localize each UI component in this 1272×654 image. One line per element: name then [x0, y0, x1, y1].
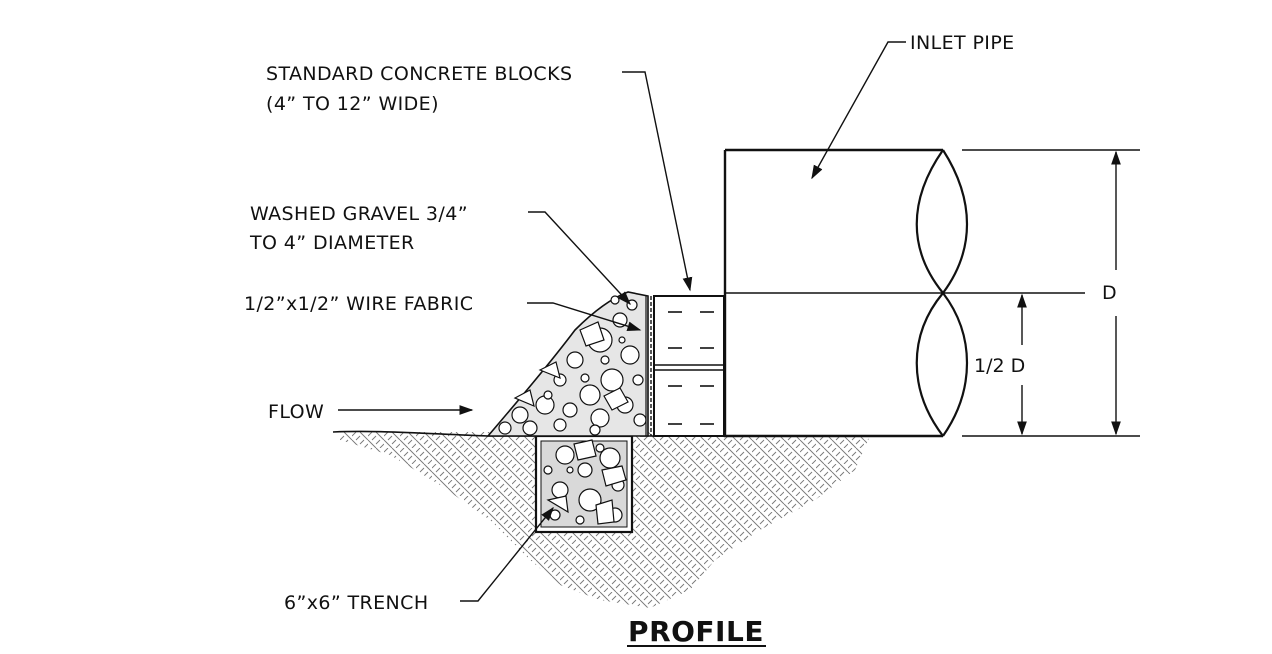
- concrete-blocks-label-line1: STANDARD CONCRETE BLOCKS: [266, 63, 572, 85]
- gravel-stone: [577, 462, 593, 478]
- gravel-label-line1: WASHED GRAVEL 3/4”: [250, 203, 468, 225]
- gravel-stone: [498, 421, 512, 435]
- gravel-stone: [566, 466, 574, 474]
- gravel-stone: [603, 387, 629, 411]
- dimension-d-label: D: [1102, 282, 1117, 304]
- gravel-stone: [522, 420, 538, 436]
- concrete-blocks: [653, 295, 725, 437]
- gravel-stone: [612, 312, 628, 328]
- gravel-stones: [498, 295, 647, 525]
- diagram-title: PROFILE: [628, 615, 764, 648]
- gravel-stone: [566, 351, 584, 369]
- gravel-stone: [579, 384, 601, 406]
- gravel-stone: [543, 465, 553, 475]
- concrete-blocks-label-line2: (4” TO 12” WIDE): [266, 93, 439, 115]
- gravel-stone: [620, 345, 640, 365]
- gravel-label-line2: TO 4” DIAMETER: [249, 232, 415, 254]
- gravel-stone: [543, 390, 553, 400]
- gravel-stone: [595, 499, 615, 525]
- gravel-stone: [600, 368, 624, 392]
- leader-lines: [338, 41, 906, 602]
- gravel-stone: [618, 336, 626, 344]
- gravel-stone: [562, 402, 578, 418]
- gravel-stone: [513, 389, 535, 408]
- gravel-stone: [580, 373, 590, 383]
- inlet-pipe-label: INLET PIPE: [910, 32, 1015, 54]
- wire-fabric-label: 1/2”x1/2” WIRE FABRIC: [244, 293, 473, 315]
- gravel-stone: [633, 413, 647, 427]
- gravel-stone: [538, 361, 561, 379]
- gravel-stone: [601, 465, 627, 487]
- gravel-stone: [535, 395, 555, 415]
- gravel-stone: [632, 374, 644, 386]
- gravel-stone: [600, 355, 610, 365]
- gravel-stone: [553, 418, 567, 432]
- gravel-stone: [511, 406, 529, 424]
- gravel-stone: [573, 439, 597, 461]
- gravel-stone: [575, 515, 585, 525]
- dimension-lines: [725, 149, 1140, 437]
- flow-label: FLOW: [268, 401, 324, 423]
- gravel-stone: [579, 321, 605, 347]
- gravel-stone: [589, 424, 601, 436]
- gravel-stone: [555, 445, 575, 465]
- gravel-stone: [610, 295, 620, 305]
- trench-label: 6”x6” TRENCH: [284, 592, 429, 614]
- gravel-stone: [595, 443, 605, 453]
- gravel-stone: [546, 495, 569, 514]
- dimension-half-d-label: 1/2 D: [974, 355, 1025, 377]
- gravel-stone: [549, 509, 561, 521]
- gravel-stone: [590, 408, 610, 428]
